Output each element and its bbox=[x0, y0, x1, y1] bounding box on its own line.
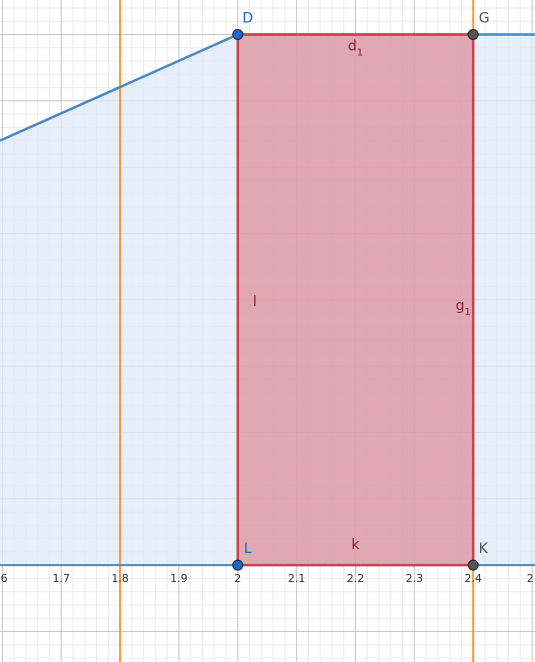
x-tick-label: 1.7 bbox=[52, 572, 70, 585]
point-L[interactable] bbox=[232, 559, 244, 571]
point-label-K: K bbox=[479, 541, 489, 557]
x-axis-tick-labels: .6 1.7 1.8 1.9 2 2.1 2.2 2.3 2.4 2. bbox=[0, 572, 535, 585]
x-tick-label: 2.3 bbox=[406, 572, 424, 585]
x-tick-label: 1.8 bbox=[111, 572, 129, 585]
segment-label-l: l bbox=[253, 294, 257, 310]
point-K[interactable] bbox=[467, 559, 479, 571]
x-tick-label: 2 bbox=[234, 572, 241, 585]
points: D G L K bbox=[232, 10, 490, 571]
point-D[interactable] bbox=[232, 28, 244, 40]
x-tick-label: 2.1 bbox=[288, 572, 306, 585]
point-label-L: L bbox=[244, 541, 252, 557]
point-G[interactable] bbox=[467, 28, 479, 40]
x-tick-label: .6 bbox=[0, 572, 8, 585]
rectangle-edges bbox=[236, 33, 475, 567]
x-tick-label: 2.4 bbox=[464, 572, 482, 585]
point-label-D: D bbox=[242, 10, 253, 26]
x-tick-label: 2.2 bbox=[347, 572, 365, 585]
point-label-G: G bbox=[479, 10, 490, 26]
rectangle-fill[interactable] bbox=[237, 34, 474, 566]
x-tick-label: 1.9 bbox=[170, 572, 188, 585]
segment-label-k: k bbox=[351, 537, 360, 553]
x-tick-label: 2. bbox=[527, 572, 535, 585]
